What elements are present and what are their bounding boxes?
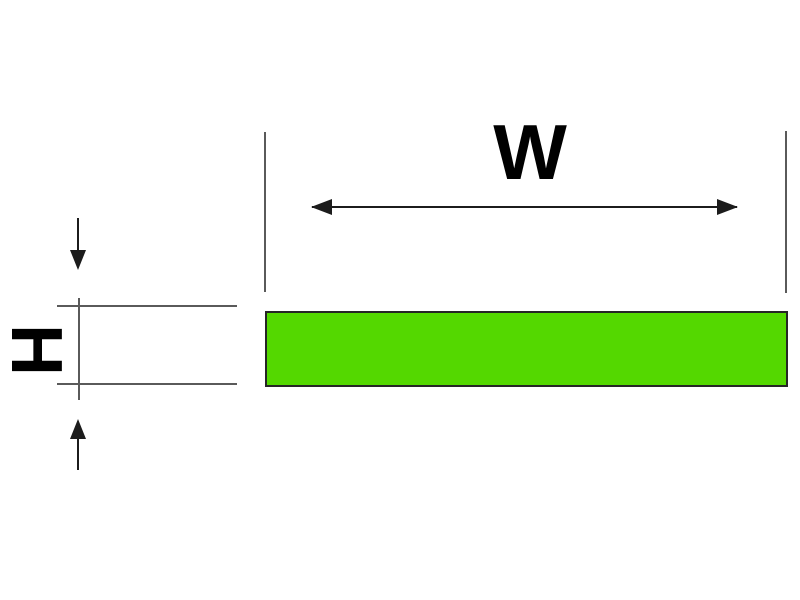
- width-arrow-line: [312, 206, 737, 208]
- height-tick-line: [78, 298, 80, 400]
- height-arrow-top-line: [77, 218, 79, 252]
- width-extension-line-right: [785, 131, 787, 293]
- profile-bar: [265, 311, 788, 387]
- width-extension-line-left: [264, 132, 266, 292]
- width-arrowhead-right-icon: [717, 199, 738, 215]
- height-arrowhead-up-icon: [70, 419, 86, 439]
- height-extension-line-top: [57, 305, 237, 307]
- height-dimension-label: H: [0, 324, 76, 376]
- height-extension-line-bottom: [57, 383, 237, 385]
- width-arrowhead-left-icon: [311, 199, 332, 215]
- height-arrow-bottom-line: [77, 439, 79, 470]
- height-arrowhead-down-icon: [70, 250, 86, 270]
- width-dimension-label: W: [493, 108, 567, 196]
